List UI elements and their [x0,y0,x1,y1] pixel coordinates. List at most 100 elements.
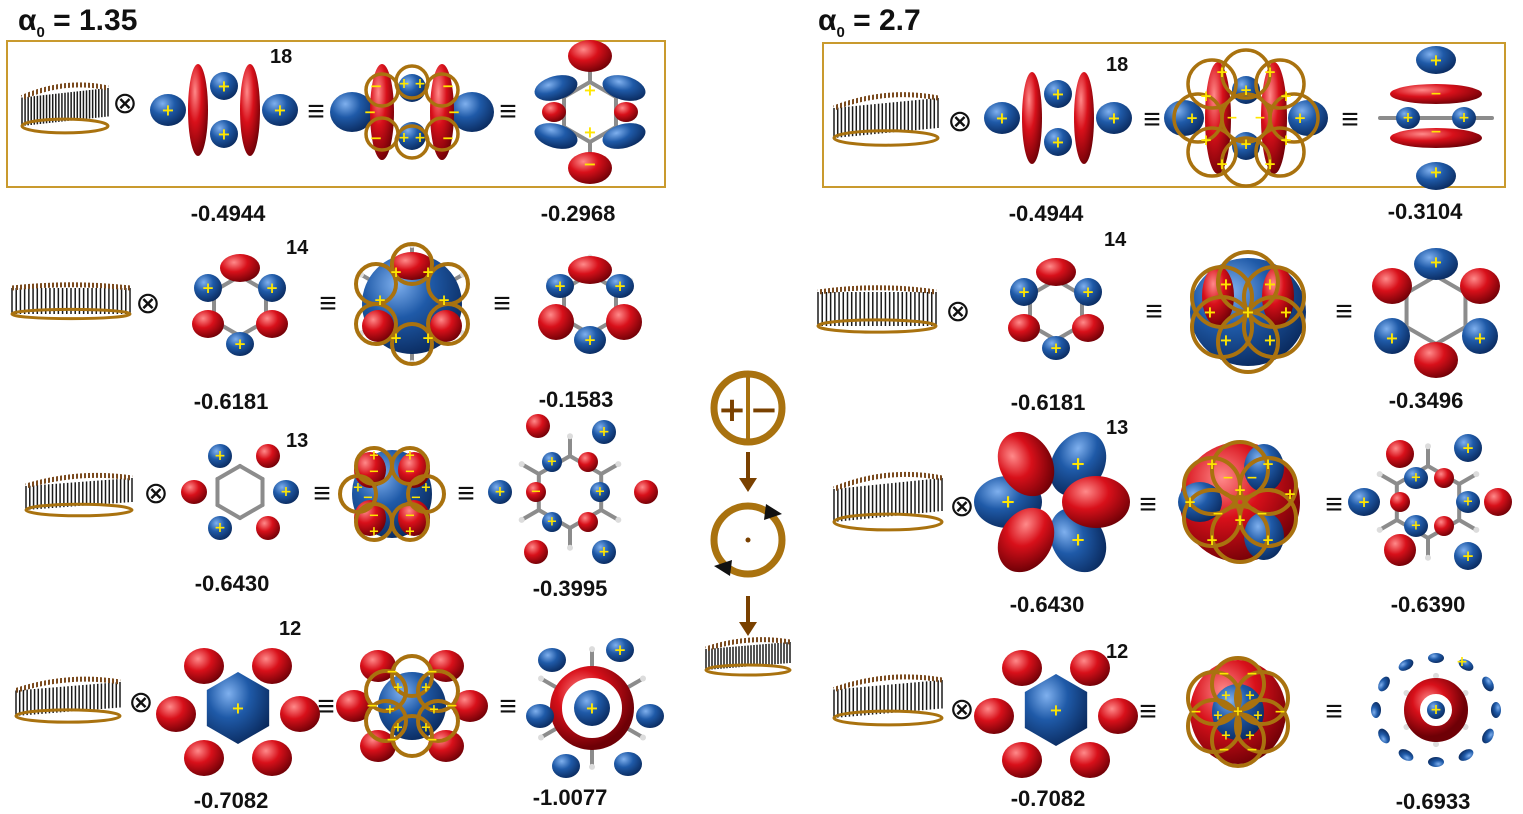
positive-lobe [606,638,634,662]
energy-left-12-r: -0.7082 [1010,786,1086,811]
orbital-l13-c: ++++++− [488,414,658,564]
plus-sign: + [393,721,404,736]
plus-sign: + [369,525,380,540]
tensor-operator-r13: ⊗ [949,490,975,523]
ribbon-edge [10,307,132,321]
n-label-14: 14 [286,237,309,259]
positive-lobe [1462,318,1498,354]
negative-lobe [1008,314,1040,342]
negative-lobe [1002,742,1042,778]
plus-sign: + [405,449,416,464]
negative-lobe [360,730,396,762]
plus-sign: + [1284,485,1297,503]
positive-lobe [1427,701,1445,719]
plus-sign: + [598,424,610,440]
bond [599,462,621,476]
hydrogen-atom [518,516,525,523]
plus-sign: + [1186,109,1199,127]
plus-sign: + [1213,709,1224,724]
positive-lobe [984,102,1020,134]
negative-lobe [156,696,196,732]
positive-lobe [574,690,610,726]
positive-lobe [614,752,642,776]
equiv-operator-l18b: ≡ [499,95,517,128]
basis-ring [1186,670,1242,726]
negative-lobe [542,102,566,122]
plus-sign: + [1358,493,1371,511]
negative-lobe [550,666,634,750]
minus-sign: − [583,155,596,174]
plus-sign: + [393,681,404,696]
negative-lobe [1261,62,1287,174]
plus-sign: + [614,277,627,295]
energy-right-18: -0.2968 [540,201,616,226]
negative-lobe [192,310,224,338]
bond [238,464,265,481]
plus-sign: + [1216,155,1229,173]
bond [1377,518,1399,532]
mobius-ribbon-r18 [832,92,940,147]
plus-sign: + [374,291,387,309]
plus-sign: + [231,699,244,718]
positive-lobe [1398,749,1414,761]
plus-sign: + [595,485,606,500]
hydrogen-atom [567,433,573,440]
plus-sign: + [1219,331,1232,350]
negative-lobe [362,310,394,342]
negative-lobe [430,310,462,342]
positive-lobe [542,452,562,472]
plus-sign: + [584,331,597,349]
plus-sign: + [273,101,286,120]
negative-lobe [452,690,488,722]
minus-sign: − [1190,704,1202,720]
orbital-r14-b: +++++++ [1190,250,1306,374]
equiv-operator-l14b: ≡ [493,287,511,320]
plus-sign: + [1051,133,1064,152]
energy-right-12-r: -0.6933 [1395,789,1471,814]
basis-ring [1210,440,1270,500]
hydrogen-atom [1425,443,1431,450]
legend-minus-sign: − [750,390,779,430]
negative-lobe [1384,534,1416,566]
hydrogen-atom [1462,724,1469,731]
positive-lobe [1244,444,1284,492]
ribbon-top-edge [11,282,131,291]
hydrogen-atom [589,646,595,653]
orbital-l13-a: +++ [181,444,299,540]
equiv-operator-r13b: ≡ [1325,488,1343,521]
basis-ring [424,116,460,152]
negative-lobe [1484,488,1512,516]
plus-sign: + [390,263,403,281]
plus-sign: + [554,277,567,295]
minus-sign: − [363,491,374,506]
minus-sign: − [446,698,458,714]
plus-sign: + [1411,471,1422,486]
orbital-l18-b: −++−−++−−− [330,64,494,160]
plus-sign: + [234,335,247,353]
mobius-ribbon-r13 [832,471,944,532]
minus-sign: − [405,465,416,480]
plus-sign: + [1263,275,1276,294]
negative-lobe [1098,698,1138,734]
positive-lobe [1454,542,1482,570]
plus-sign: + [438,291,451,309]
minus-sign: − [369,465,380,480]
minus-sign: − [1218,742,1230,758]
ribbon-edge [832,512,944,532]
negative-lobe [428,730,464,762]
negative-lobe [634,480,658,504]
positive-lobe [1378,676,1390,692]
plus-sign: + [585,699,598,718]
plus-sign: + [369,449,380,464]
minus-sign: − [1246,666,1258,682]
basis-ring [354,302,398,346]
plus-sign: + [1241,303,1254,322]
ribbon-edge [14,708,122,724]
negative-lobe [526,414,550,438]
positive-lobe [592,420,616,444]
plus-sign: + [1050,339,1063,357]
hydrogen-atom [1403,724,1410,731]
bond [1377,472,1399,486]
hydrogen-atom [1403,689,1410,696]
ribbon-top-edge [833,471,943,492]
